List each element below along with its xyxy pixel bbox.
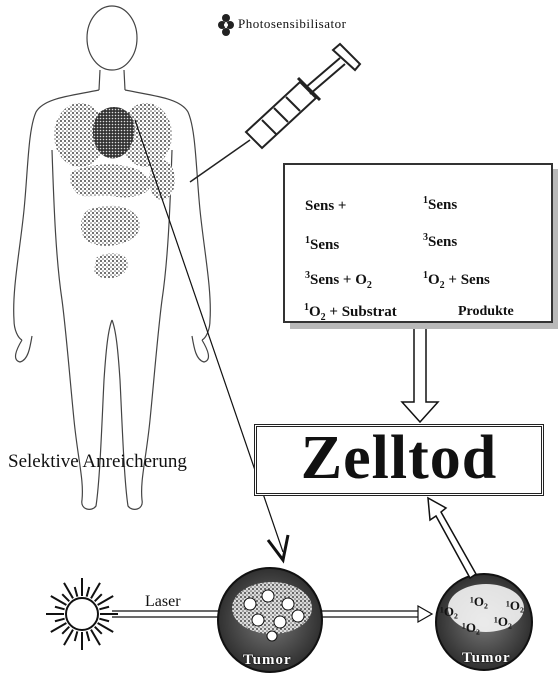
tumor-transition-arrow — [322, 606, 432, 622]
reaction-1-left: Sens + — [305, 198, 346, 215]
laser-label: Laser — [145, 593, 181, 611]
reaction-2-right: 3Sens — [423, 232, 457, 251]
laser-ray — [55, 619, 65, 622]
reaction-4-left: 1O2 + Substrat — [304, 302, 397, 323]
singlet-oxygen-1: ¹O₂ — [440, 604, 458, 620]
reaction-3-left: 3Sens + O2 — [305, 270, 372, 291]
reaction-1-right: 1Sens — [423, 195, 457, 214]
laser-ray — [95, 627, 102, 634]
singlet-oxygen-3: ¹O₂ — [506, 598, 524, 614]
laser-ray — [99, 619, 109, 622]
selective-enrichment-label: Selektive Anreicherung — [8, 451, 187, 473]
laser-source — [46, 578, 118, 650]
laser-ray — [95, 594, 102, 601]
photosensitizer-label: Photosensibilisator — [238, 16, 346, 32]
organs — [54, 103, 175, 278]
cell-death-label: Zelltod — [257, 423, 541, 494]
laser-ray — [62, 627, 69, 634]
laser-ray — [87, 587, 90, 597]
singlet-oxygen-4: ¹O₂ — [462, 620, 480, 636]
laser-ray — [75, 631, 78, 641]
singlet-oxygen-2: ¹O₂ — [470, 594, 488, 610]
reaction-4-right: Produkte — [458, 304, 514, 320]
reaction-2-left: 1Sens — [305, 235, 339, 254]
syringe — [190, 44, 360, 182]
singlet-oxygen-5: ¹O₂ — [494, 614, 512, 630]
laser-ray — [99, 607, 109, 610]
tumor-to-death-arrow — [428, 498, 476, 578]
laser-ray — [87, 631, 90, 641]
laser-ray — [55, 607, 65, 610]
reaction-scheme-box: Sens + 1Sens 1Sens 3Sens 3Sens + O2 1O2 … — [283, 163, 553, 323]
laser-ray — [62, 594, 69, 601]
laser-beam — [112, 611, 220, 617]
cell-death-box: Zelltod — [254, 424, 544, 496]
tumor-1-label: Tumor — [243, 652, 292, 669]
laser-ray — [75, 587, 78, 597]
reaction-3-right: 1O2 + Sens — [423, 270, 490, 291]
tumor-2-label: Tumor — [462, 650, 511, 667]
reaction-to-death-arrow — [402, 324, 438, 422]
photosensitizer-icon — [218, 14, 234, 36]
